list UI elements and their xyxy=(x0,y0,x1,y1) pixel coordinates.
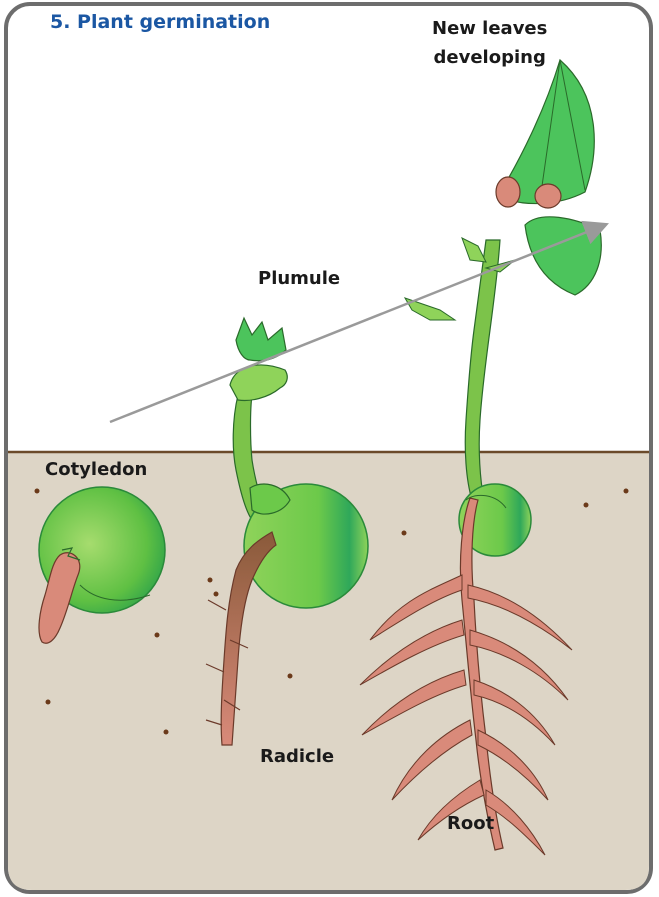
label-cotyledon: Cotyledon xyxy=(45,459,147,480)
label-root: Root xyxy=(447,813,494,834)
label-new-leaves-line1: New leaves xyxy=(432,14,547,43)
label-plumule: Plumule xyxy=(258,268,340,289)
label-new-leaves-line2: developing xyxy=(432,43,547,72)
diagram-title: 5. Plant germination xyxy=(50,11,270,33)
label-new-leaves: New leaves developing xyxy=(432,14,547,72)
label-radicle: Radicle xyxy=(260,746,334,767)
